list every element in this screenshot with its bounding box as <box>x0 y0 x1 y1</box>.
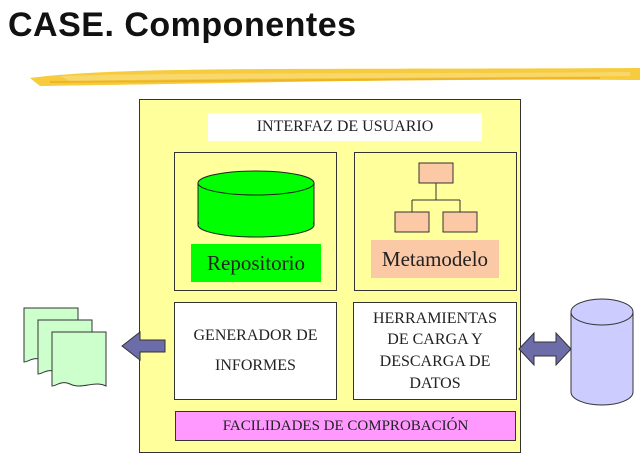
load-tools-line: HERRAMIENTAS <box>372 309 498 327</box>
report-generator-text: GENERADOR DE INFORMES <box>174 302 337 400</box>
load-tools-panel <box>353 302 517 400</box>
repository-label: Repositorio <box>191 244 321 282</box>
metamodel-label: Metamodelo <box>371 240 499 278</box>
report-generator-panel <box>174 302 337 400</box>
page-title: CASE. Componentes <box>8 6 357 44</box>
load-tools-line: DESCARGA DE <box>379 353 491 370</box>
user-interface-box: INTERFAZ DE USUARIO <box>208 113 482 141</box>
title-underline <box>30 68 640 86</box>
report-generator-line: GENERADOR DE <box>193 327 318 345</box>
verification-box: FACILIDADES DE COMPROBACIÓN <box>175 411 516 441</box>
repository-panel <box>174 152 337 291</box>
metamodel-panel <box>354 152 517 291</box>
load-tools-line: DATOS <box>409 374 461 392</box>
report-generator-line: INFORMES <box>215 357 296 374</box>
load-tools-line: DE CARGA Y <box>387 331 483 349</box>
load-tools-text: HERRAMIENTAS DE CARGA Y DESCARGA DE DATO… <box>353 302 517 400</box>
